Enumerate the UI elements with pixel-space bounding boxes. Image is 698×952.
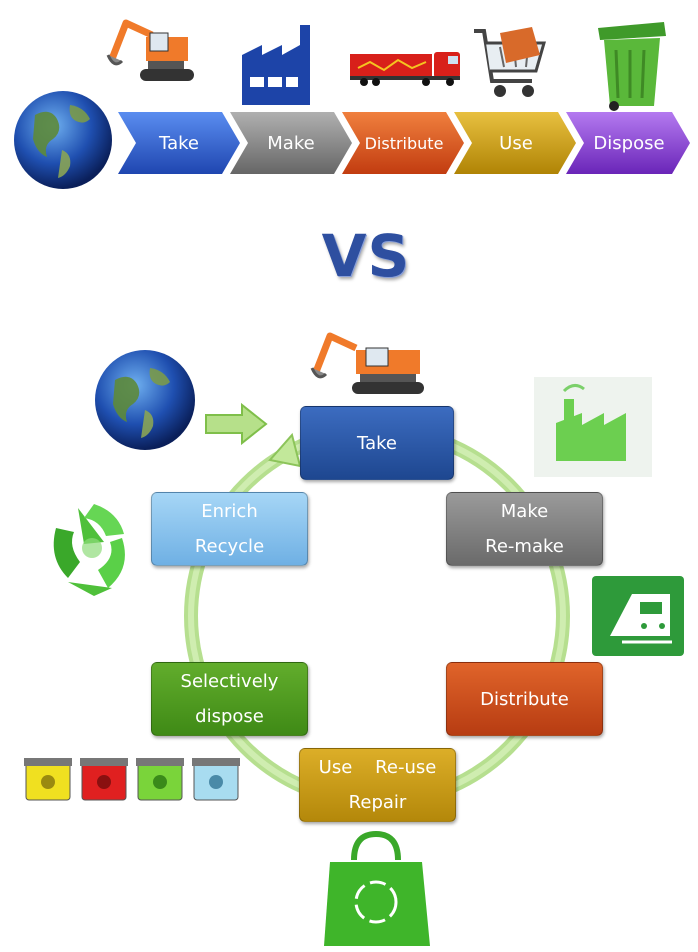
chevron-distribute-label: Distribute [365, 134, 444, 153]
chevron-use-label: Use [499, 133, 533, 154]
factory-icon [242, 25, 310, 105]
step-distribute: Distribute [446, 662, 603, 736]
sorting-bins-icon [24, 758, 240, 801]
step-dispose: Selectively dispose [151, 662, 308, 736]
chevron-use: Use [454, 112, 576, 174]
chevron-distribute: Distribute [342, 112, 464, 174]
step-recycle: Enrich Recycle [151, 492, 308, 566]
excavator-icon-circular [310, 332, 424, 394]
chevron-take-label: Take [158, 133, 199, 154]
circular-graphics [24, 332, 684, 946]
step-make: Make Re-make [446, 492, 603, 566]
earth-globe-icon-circular [95, 350, 195, 450]
train-icon [592, 576, 684, 656]
chevron-take: Take [118, 112, 240, 174]
step-dispose-label-2: dispose [195, 706, 264, 727]
step-use: Use Re-use Repair [299, 748, 456, 822]
shopping-cart-icon [474, 27, 546, 97]
linear-chain: Take Make Distribute Use Dispose [14, 19, 690, 189]
earth-globe-icon [14, 91, 112, 189]
versus-label: VS [321, 222, 411, 290]
recycle-symbol-icon [53, 504, 125, 596]
step-take: Take [300, 406, 454, 480]
chevron-make-label: Make [267, 133, 314, 154]
excavator-icon [106, 19, 194, 81]
step-dispose-label-1: Selectively [180, 671, 279, 692]
recycle-bag-icon [324, 830, 430, 946]
step-recycle-label-2: Recycle [194, 536, 265, 557]
input-arrow [205, 402, 268, 446]
step-make-label-2: Re-make [485, 536, 564, 557]
step-use-label-2: Repair [348, 792, 407, 813]
step-take-label: Take [357, 432, 397, 454]
chevron-dispose: Dispose [566, 112, 690, 174]
wheelie-bin-icon [598, 22, 666, 111]
step-make-label-1: Make [500, 501, 549, 522]
factory-icon-circular [534, 377, 652, 477]
cycle-arrowhead [268, 432, 302, 468]
chevron-dispose-label: Dispose [593, 133, 664, 154]
step-recycle-label-1: Enrich [201, 501, 258, 522]
step-use-label-1: Use Re-use [318, 757, 437, 778]
truck-icon [350, 52, 460, 86]
step-distribute-label: Distribute [480, 688, 569, 710]
chevron-make: Make [230, 112, 352, 174]
